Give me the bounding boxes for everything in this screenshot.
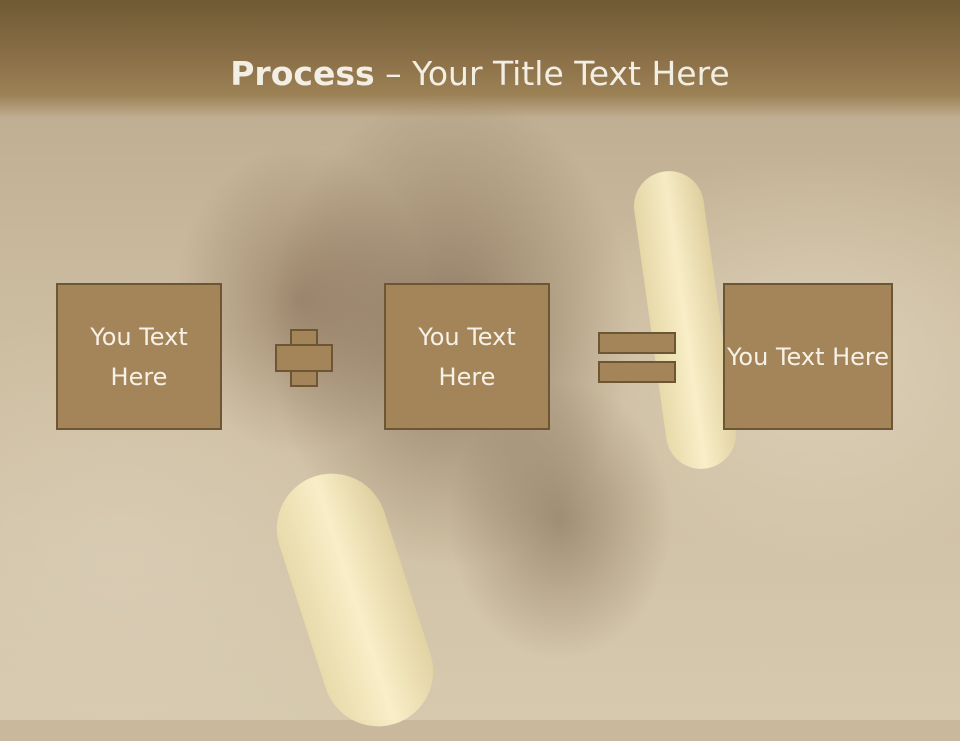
title-dash: – (374, 54, 413, 93)
process-box-2-text: You Text Here (418, 322, 516, 391)
slide-title[interactable]: Process – Your Title Text Here (0, 52, 960, 96)
title-bold: Process (230, 54, 375, 93)
equals-icon-bottom-bar (598, 361, 676, 383)
process-box-1-text: You Text Here (90, 322, 188, 391)
title-bar (0, 0, 960, 118)
plus-icon-center (292, 346, 316, 370)
process-box-3-text: You Text Here (726, 342, 890, 371)
title-rest: Your Title Text Here (412, 54, 730, 93)
equals-icon-top-bar (598, 332, 676, 354)
process-box-3[interactable]: You Text Here (723, 283, 893, 430)
process-box-1[interactable]: You Text Here (56, 283, 222, 430)
process-box-2[interactable]: You Text Here (384, 283, 550, 430)
